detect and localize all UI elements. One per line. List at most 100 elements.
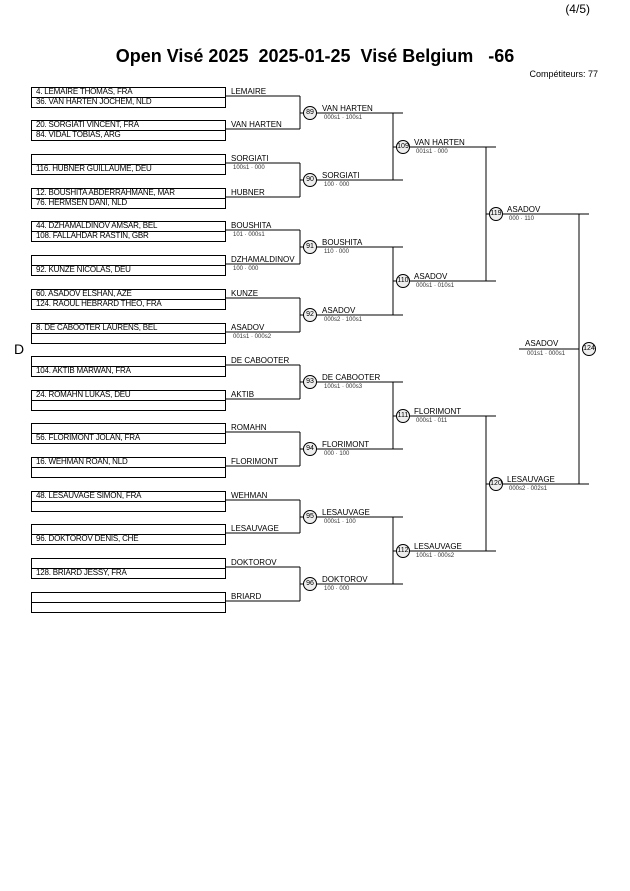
- player-slot: [31, 534, 226, 545]
- player-slot: [31, 164, 226, 175]
- round2-winner-name: DE CABOOTER: [322, 373, 381, 382]
- final-score: 001s1 · 000s1: [527, 351, 566, 357]
- player-label: 124. RAOUL HEBRARD THEO, FRA: [36, 299, 162, 308]
- page-number: (4/5): [565, 2, 590, 16]
- round4-winner-name: LESAUVAGE: [507, 475, 555, 484]
- round2-winner-name: FLORIMONT: [322, 440, 370, 449]
- round1-winner-name: LEMAIRE: [231, 87, 267, 96]
- round2-match-number: 96: [303, 577, 317, 591]
- player-label: 108. FALLAHDAR RASTIN, GBR: [36, 231, 149, 240]
- round3-score: 001s1 · 000: [416, 149, 448, 155]
- final-winner-name: ASADOV: [525, 339, 559, 348]
- round2-match-number: 93: [303, 375, 317, 389]
- round2-winner-name: BOUSHITA: [322, 238, 363, 247]
- round1-winner-name: BOUSHITA: [231, 221, 272, 230]
- player-label: 16. WEHMAN ROAN, NLD: [36, 457, 128, 466]
- round1-winner-name: HUBNER: [231, 188, 265, 197]
- round1-winner-name: ASADOV: [231, 323, 265, 332]
- round2-match-number: 89: [303, 106, 317, 120]
- round1-score: 101 · 000s1: [233, 232, 265, 238]
- player-label: 24. ROMAHN LUKAS, DEU: [36, 390, 131, 399]
- round3-winner-name: LESAUVAGE: [414, 542, 462, 551]
- round3-match-number: 109: [396, 140, 410, 154]
- player-slot: [31, 333, 226, 344]
- round1-winner-name: KUNZE: [231, 289, 259, 298]
- round1-winner-name: DOKTOROV: [231, 558, 277, 567]
- round4-winner-name: ASADOV: [507, 205, 541, 214]
- round1-score: 100s1 · 000: [233, 165, 265, 171]
- round2-winner-name: SORGIATI: [322, 171, 360, 180]
- player-slot: [31, 198, 226, 209]
- round4-score: 000s2 · 002s1: [509, 486, 548, 492]
- round3-winner-name: ASADOV: [414, 272, 448, 281]
- player-label: 20. SORGIATI VINCENT, FRA: [36, 120, 139, 129]
- player-label: 96. DOKTOROV DENIS, CHE: [36, 534, 139, 543]
- player-slot: [31, 467, 226, 478]
- round2-score: 000s2 · 100s1: [324, 317, 363, 323]
- round3-winner-name: VAN HARTEN: [414, 138, 465, 147]
- player-label: 36. VAN HARTEN JOCHEM, NLD: [36, 97, 152, 106]
- player-slot: [31, 568, 226, 579]
- player-slot: [31, 501, 226, 512]
- round4-match-number: 120: [489, 477, 503, 491]
- round2-winner-name: LESAUVAGE: [322, 508, 370, 517]
- player-label: 92. KUNZE NICOLAS, DEU: [36, 265, 131, 274]
- round1-winner-name: VAN HARTEN: [231, 120, 282, 129]
- round1-winner-name: ROMAHN: [231, 423, 267, 432]
- round3-score: 000s1 · 010s1: [416, 283, 455, 289]
- round2-score: 100s1 · 000s3: [324, 384, 363, 390]
- round3-match-number: 112: [396, 544, 410, 558]
- round1-winner-name: BRIARD: [231, 592, 262, 601]
- round1-winner-name: AKTIB: [231, 390, 255, 399]
- player-slot: [31, 433, 226, 444]
- round2-score: 000s1 · 100s1: [324, 115, 363, 121]
- player-label: 56. FLORIMONT JOLAN, FRA: [36, 433, 140, 442]
- round2-match-number: 95: [303, 510, 317, 524]
- round2-match-number: 90: [303, 173, 317, 187]
- round1-winner-name: DE CABOOTER: [231, 356, 290, 365]
- round2-winner-name: ASADOV: [322, 306, 356, 315]
- competitor-count: Compétiteurs: 77: [529, 69, 598, 79]
- player-slot: [31, 400, 226, 411]
- player-slot: [31, 366, 226, 377]
- player-slot: [31, 97, 226, 108]
- round2-score: 000s1 · 100: [324, 519, 356, 525]
- final-match-number: 124: [582, 342, 596, 356]
- player-slot: [31, 602, 226, 613]
- round1-winner-name: FLORIMONT: [231, 457, 279, 466]
- round1-score: 100 · 000: [233, 266, 259, 272]
- round1-winner-name: WEHMAN: [231, 491, 268, 500]
- player-label: 4. LEMAIRE THOMAS, FRA: [36, 87, 133, 96]
- round2-winner-name: DOKTOROV: [322, 575, 368, 584]
- player-label: 104. AKTIB MARWAN, FRA: [36, 366, 131, 375]
- round2-match-number: 92: [303, 308, 317, 322]
- round1-winner-name: LESAUVAGE: [231, 524, 279, 533]
- player-label: 128. BRIARD JESSY, FRA: [36, 568, 127, 577]
- round3-score: 000s1 · 011: [416, 418, 448, 424]
- page-title: Open Visé 2025 2025-01-25 Visé Belgium -…: [115, 46, 515, 66]
- round3-score: 100s1 · 000s2: [416, 553, 455, 559]
- player-label: 8. DE CABOOTER LAURENS, BEL: [36, 323, 158, 332]
- round2-score: 000 · 100: [324, 451, 350, 457]
- player-slot: [31, 130, 226, 141]
- player-label: 12. BOUSHITA ABDERRAHMANE, MAR: [36, 188, 175, 197]
- round3-match-number: 111: [396, 409, 410, 423]
- player-slot: [31, 231, 226, 242]
- round2-match-number: 94: [303, 442, 317, 456]
- round4-score: 000 · 110: [509, 216, 534, 222]
- round3-match-number: 110: [396, 274, 410, 288]
- round2-winner-name: VAN HARTEN: [322, 104, 373, 113]
- round3-winner-name: FLORIMONT: [414, 407, 462, 416]
- round2-score: 100 · 000: [324, 182, 350, 188]
- round2-score: 110 · 000: [324, 249, 349, 255]
- round1-winner-name: DZHAMALDINOV: [231, 255, 295, 264]
- player-label: 76. HERMSEN DANI, NLD: [36, 198, 127, 207]
- player-label: 116. HUBNER GUILLAUME, DEU: [36, 164, 152, 173]
- round1-winner-name: SORGIATI: [231, 154, 269, 163]
- player-slot: [31, 265, 226, 276]
- round2-score: 100 · 000: [324, 586, 350, 592]
- round4-match-number: 119: [489, 207, 503, 221]
- player-label: 48. LESAUVAGE SIMON, FRA: [36, 491, 142, 500]
- round2-match-number: 91: [303, 240, 317, 254]
